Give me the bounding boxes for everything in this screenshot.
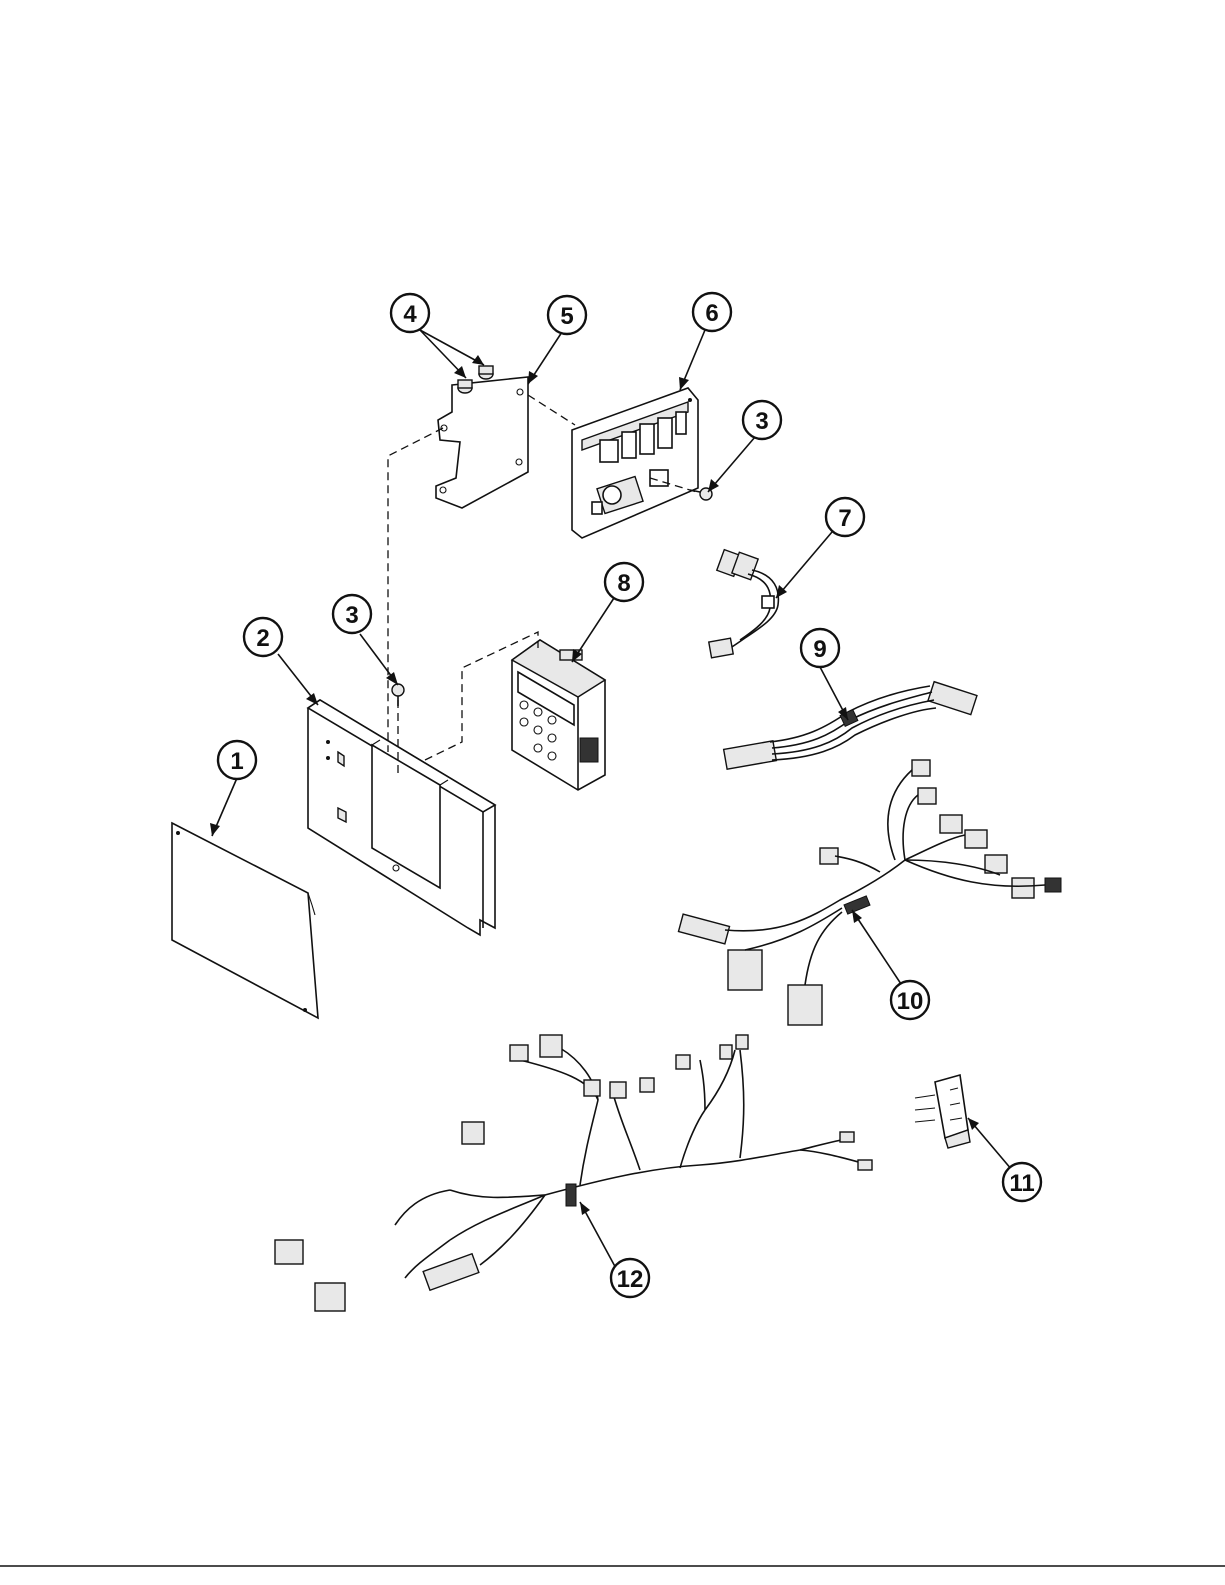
callout-3-upper-label: 3	[755, 408, 768, 435]
callout-6-label: 6	[705, 300, 718, 327]
callout-4-label: 4	[403, 301, 417, 328]
callout-3-lower: 3	[333, 595, 371, 633]
callout-8-label: 8	[617, 570, 630, 597]
callout-5-label: 5	[560, 303, 573, 330]
callout-9: 9	[801, 629, 839, 667]
part-connector	[915, 1075, 970, 1148]
callout-3-lower-label: 3	[345, 602, 358, 629]
callout-5: 5	[548, 296, 586, 334]
callout-12-label: 12	[617, 1266, 644, 1293]
part-small-harness	[709, 550, 779, 658]
part-circuit-board	[572, 388, 698, 538]
part-main-harness	[678, 760, 1061, 1025]
callout-7-label: 7	[838, 505, 851, 532]
callout-2: 2	[244, 618, 282, 656]
part-bracket-plate	[436, 377, 528, 508]
part-cover-panel	[172, 823, 318, 1018]
callout-3-upper: 3	[743, 401, 781, 439]
callout-8: 8	[605, 563, 643, 601]
callout-6: 6	[693, 293, 731, 331]
callout-10: 10	[891, 981, 929, 1019]
callout-7: 7	[826, 498, 864, 536]
part-mounting-panel	[308, 700, 495, 935]
part-ribbon-harness	[724, 682, 977, 769]
callout-1: 1	[218, 741, 256, 779]
callout-11: 11	[1003, 1163, 1041, 1201]
callout-4: 4	[391, 294, 429, 332]
callout-12: 12	[611, 1259, 649, 1297]
callout-10-label: 10	[897, 988, 924, 1015]
part-display-module	[512, 640, 605, 790]
callout-9-label: 9	[813, 636, 826, 663]
callout-11-label: 11	[1009, 1170, 1034, 1197]
callout-2-label: 2	[256, 625, 269, 652]
part-large-harness	[275, 1035, 872, 1311]
callout-1-label: 1	[230, 748, 243, 775]
